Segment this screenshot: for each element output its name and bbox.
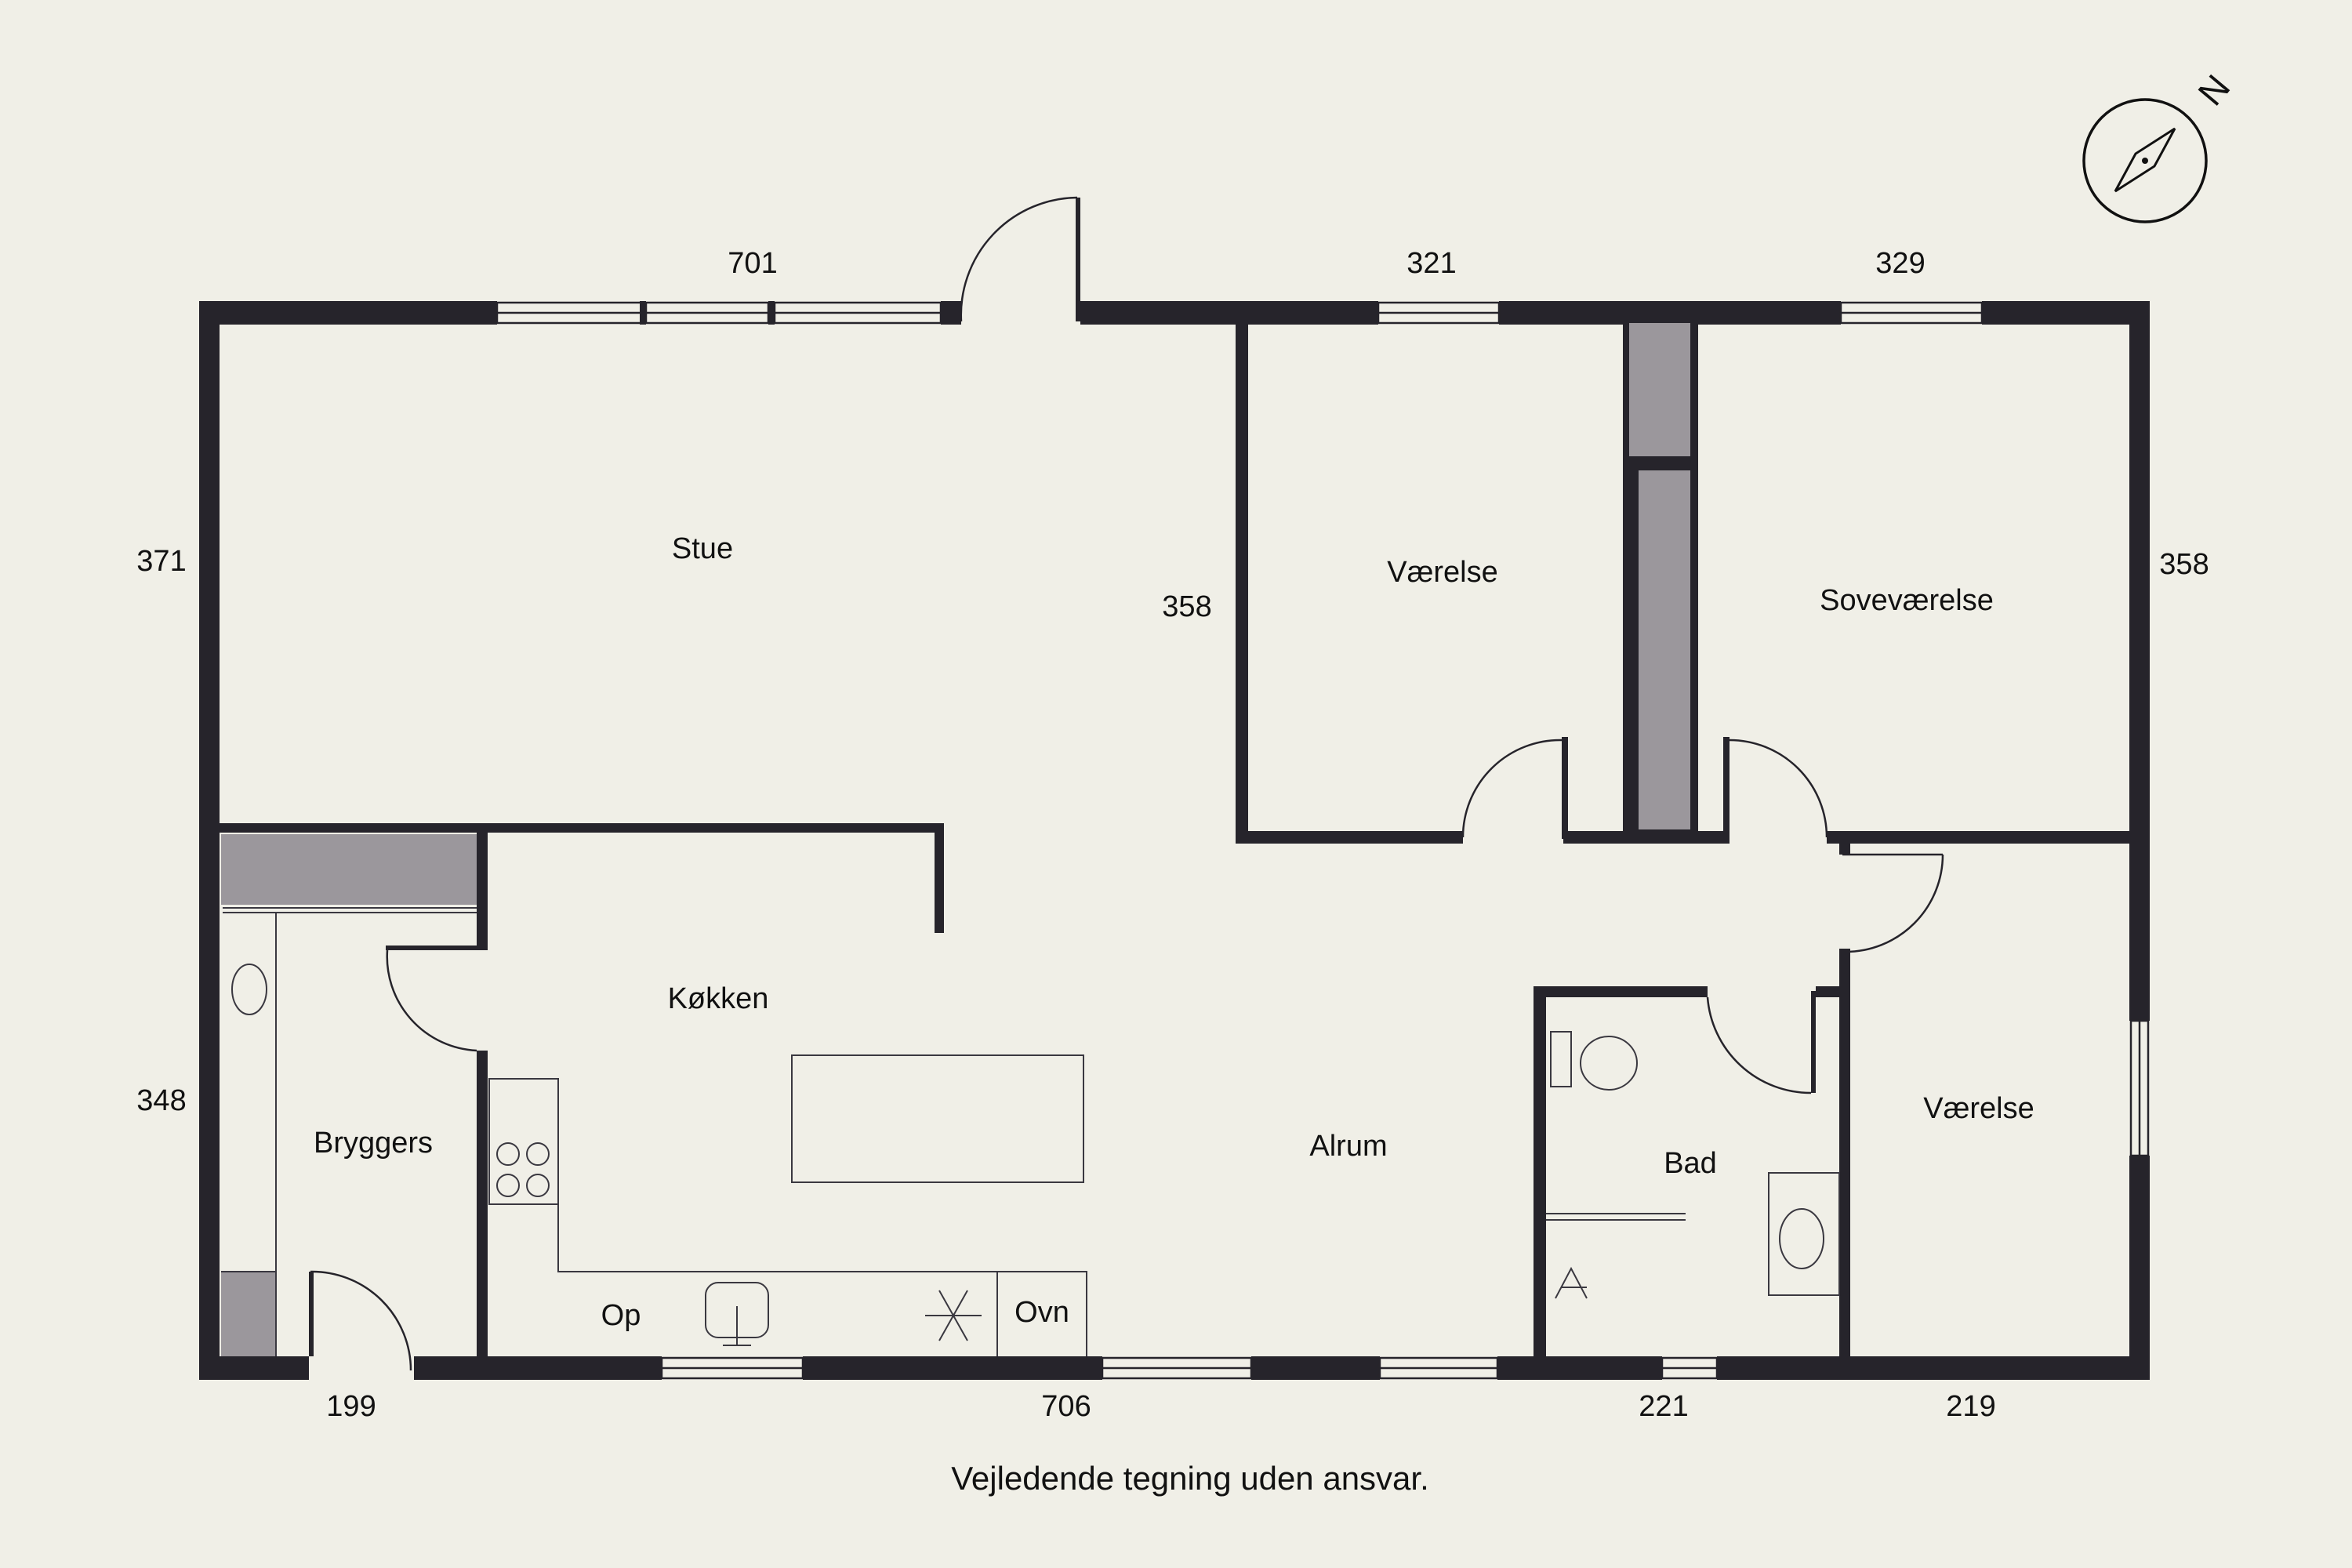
outer-walls xyxy=(199,301,2150,1380)
dimension-labels: 701 321 329 371 348 358 358 199 706 221 … xyxy=(136,247,2209,1423)
room-label-bad: Bad xyxy=(1664,1147,1717,1180)
dimension-left-upper: 371 xyxy=(136,545,186,578)
fixture-label-ovn: Ovn xyxy=(1014,1296,1069,1329)
compass-needle-icon xyxy=(2114,127,2176,193)
room-label-bryggers: Bryggers xyxy=(314,1127,433,1160)
room-label-sovevaerelse: Soveværelse xyxy=(1820,584,1994,617)
disclaimer-text: Vejledende tegning uden ansvar. xyxy=(951,1460,1429,1497)
dimension-right: 358 xyxy=(2159,548,2209,581)
dimension-bottom-2: 706 xyxy=(1041,1390,1091,1423)
room-label-vaerelse-2: Værelse xyxy=(1923,1092,2034,1125)
dimension-bottom-4: 219 xyxy=(1946,1390,1995,1423)
room-label-stue: Stue xyxy=(672,532,733,565)
dimension-inner-left: 358 xyxy=(1162,590,1211,623)
dimension-top-1: 701 xyxy=(728,247,777,280)
compass-north-label: N xyxy=(2190,67,2238,113)
room-label-alrum: Alrum xyxy=(1309,1130,1387,1163)
dimension-top-2: 321 xyxy=(1406,247,1456,280)
doors xyxy=(309,196,1944,1371)
fixtures xyxy=(221,907,1840,1356)
dimension-bottom-1: 199 xyxy=(326,1390,376,1423)
compass-ring xyxy=(2082,98,2208,223)
room-label-koekken: Køkken xyxy=(668,982,769,1015)
dimension-bottom-3: 221 xyxy=(1639,1390,1688,1423)
compass: N xyxy=(2082,67,2238,223)
room-label-vaerelse-1: Værelse xyxy=(1387,556,1498,589)
room-labels: Stue Værelse Soveværelse Køkken Bryggers… xyxy=(314,532,2034,1332)
dimension-top-3: 329 xyxy=(1875,247,1925,280)
interior-walls xyxy=(199,321,2150,1380)
fixture-label-op: Op xyxy=(601,1299,641,1332)
windows xyxy=(495,301,2150,1380)
dimension-left-lower: 348 xyxy=(136,1084,186,1117)
